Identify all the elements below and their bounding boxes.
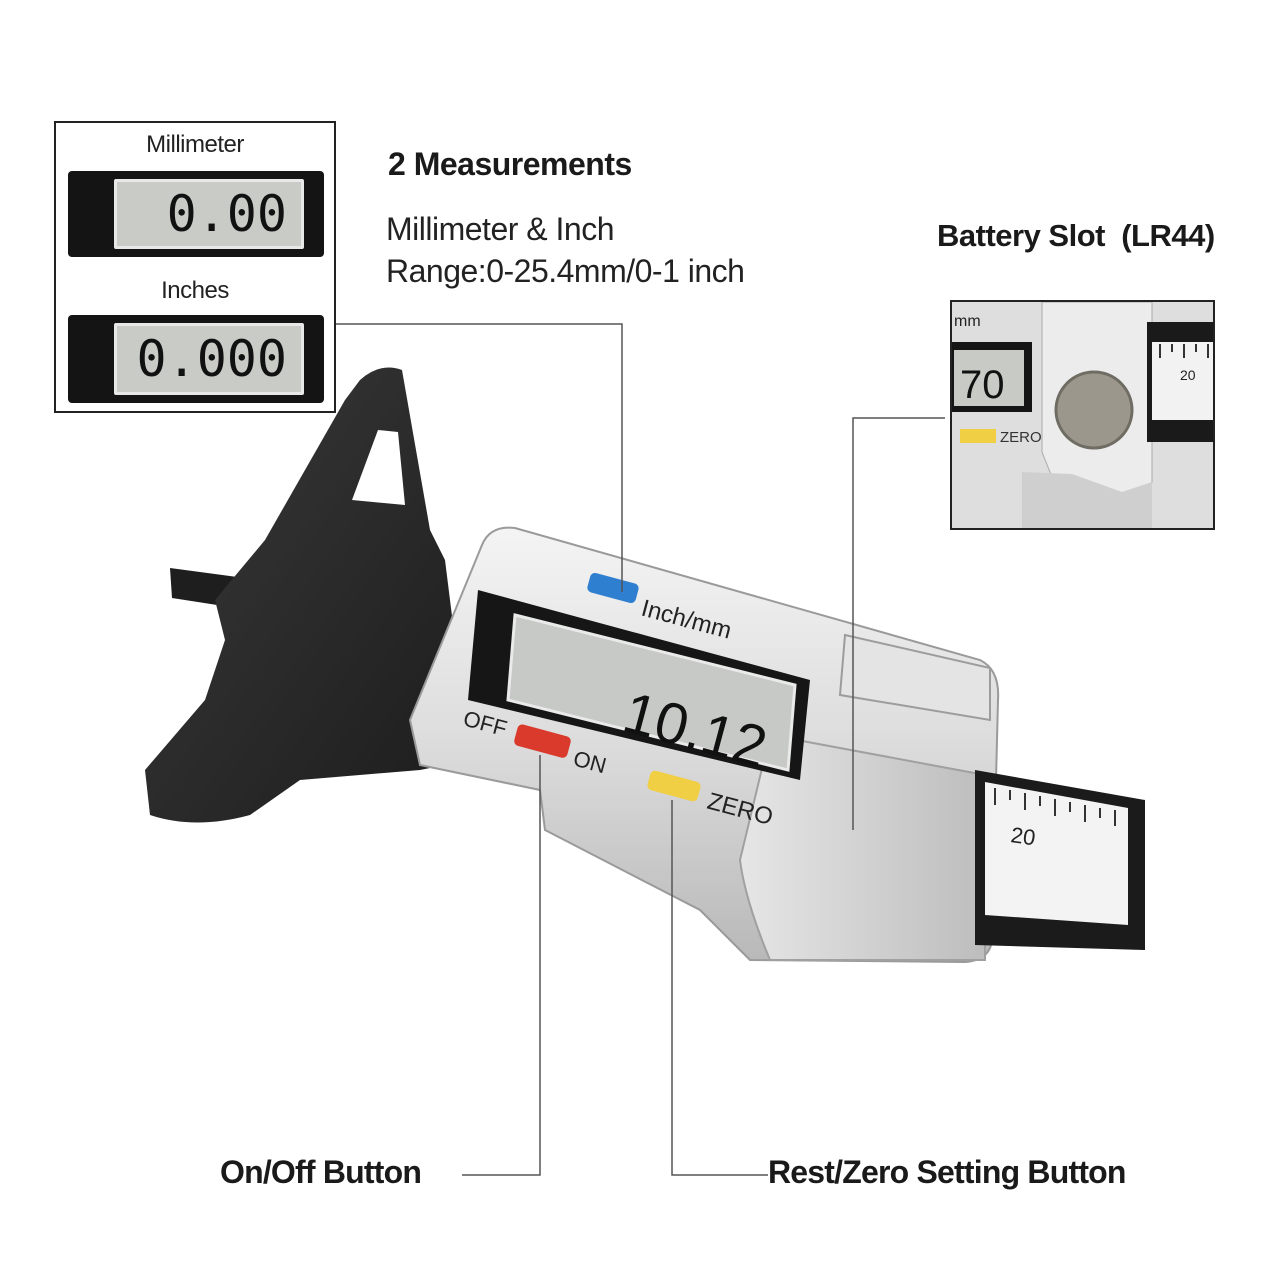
mode-button[interactable] (586, 572, 639, 604)
buttons (513, 572, 701, 803)
display-modes-inset: Millimeter 0.00 Inches 0.000 (54, 121, 336, 413)
battery-inset-unit: mm (954, 313, 981, 330)
mm-lcd-frame: 0.00 (68, 171, 324, 257)
battery-slot-label: Battery Slot (LR44) (937, 218, 1215, 253)
mm-lcd-value: 0.00 (114, 179, 304, 249)
battery-inset-zero: ZERO (1000, 429, 1042, 446)
power-button[interactable] (513, 723, 572, 758)
measurements-units: Millimeter & Inch (386, 211, 615, 247)
inch-lcd-frame: 0.000 (68, 315, 324, 403)
slide-ruler: 20 (975, 770, 1145, 950)
millimeter-label: Millimeter (146, 131, 244, 158)
inches-label: Inches (161, 277, 229, 304)
ruler-scale-number: 20 (1009, 822, 1037, 850)
zero-button-callout: Rest/Zero Setting Button (768, 1154, 1126, 1190)
main-lcd-housing (468, 590, 810, 780)
measurements-heading: 2 Measurements (388, 146, 632, 182)
battery-inset-reading: 70 (960, 363, 1005, 407)
leader-lines (336, 323, 945, 1176)
battery-slot-illustration: mm 70 ZERO 20 (952, 302, 1213, 528)
onoff-button-callout: On/Off Button (220, 1154, 422, 1190)
zero-button[interactable] (646, 770, 701, 803)
black-handle (145, 367, 470, 823)
battery-slot-inset: mm 70 ZERO 20 (950, 300, 1215, 530)
battery-inset-scale: 20 (1180, 367, 1196, 383)
measurements-range: Range:0-25.4mm/0-1 inch (386, 253, 745, 289)
inch-lcd-value: 0.000 (114, 323, 304, 395)
